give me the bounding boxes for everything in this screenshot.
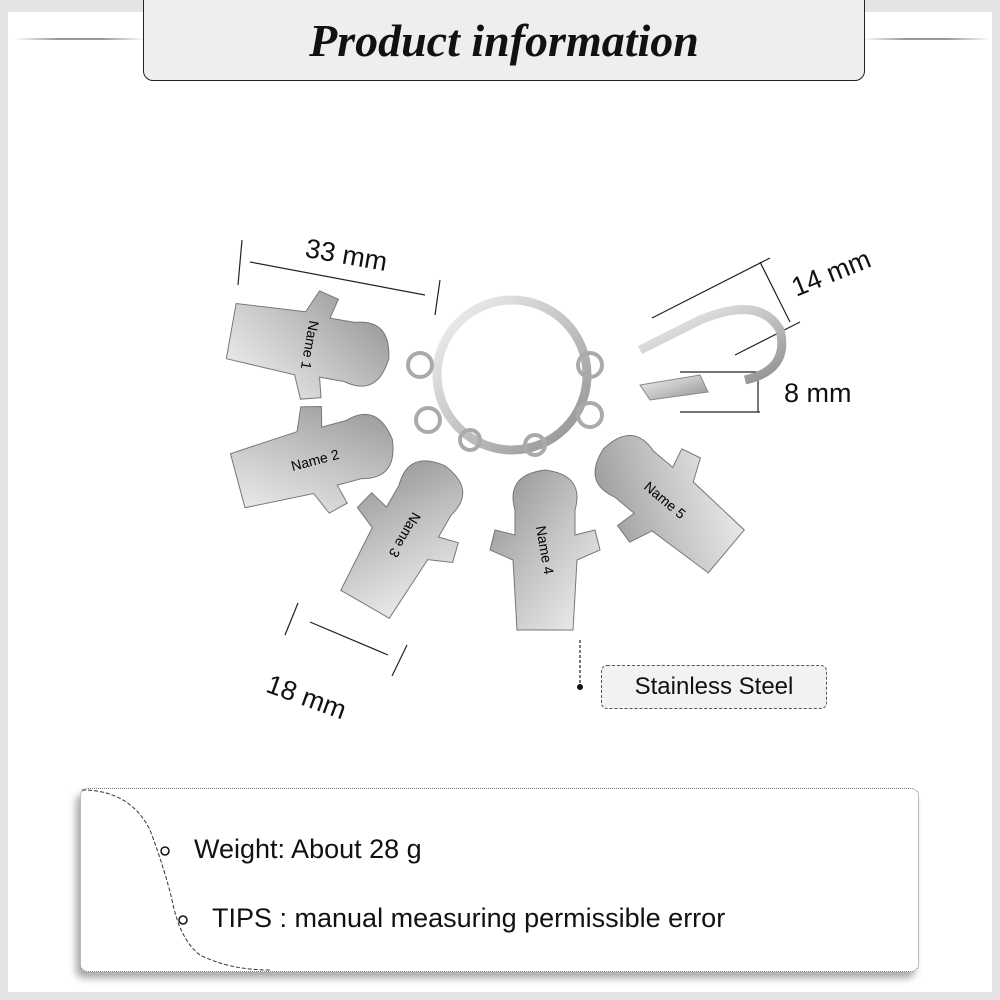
charm-3: Name 3 [340,460,464,619]
tips-info: TIPS : manual measuring permissible erro… [212,903,726,933]
title-tab: Product information [143,0,865,81]
fish-charm [639,374,709,401]
header-rule-right [863,38,990,40]
header-rule-left [15,38,145,40]
weight-info: Weight: About 28 g [194,834,422,864]
charm-4: Name 4 [489,469,601,631]
material-text: Stainless Steel [634,673,794,700]
info-panel [80,788,919,972]
charm-2: Name 2 [229,406,394,514]
charm-1: Name 1 [225,290,390,400]
pointer-dot [577,684,583,690]
page-title: Product information [309,14,699,66]
dimension-lines [237,239,801,685]
charm-5: Name 5 [594,435,745,574]
hook-charm [637,305,787,385]
fish-dimension-label: 8 mm [784,378,852,408]
material-label: Stainless Steel [601,665,827,709]
key-ring [432,295,592,455]
